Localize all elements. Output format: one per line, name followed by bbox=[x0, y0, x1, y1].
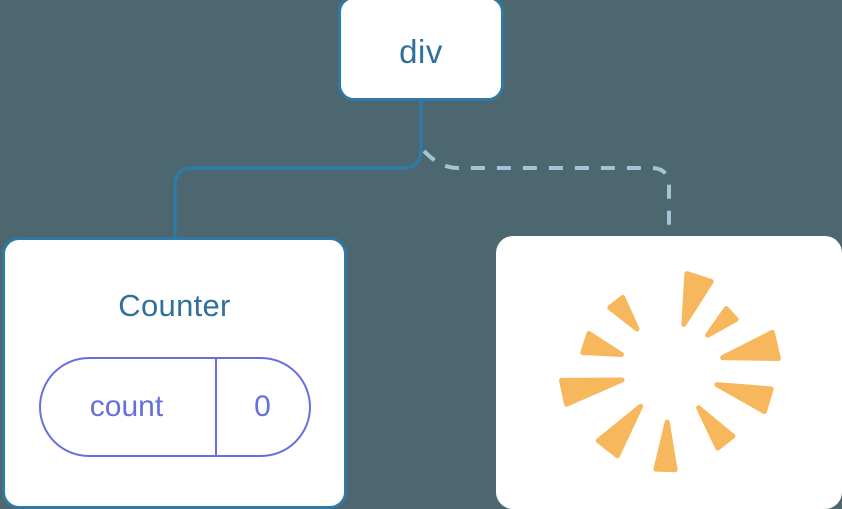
state-pill-count[interactable]: count 0 bbox=[38, 357, 311, 457]
sparkle-ray-2 bbox=[720, 329, 781, 361]
node-highlight-burst[interactable] bbox=[496, 236, 842, 509]
node-counter[interactable]: Counter count 0 bbox=[2, 237, 347, 509]
node-div-label: div bbox=[399, 33, 443, 70]
sparkle-burst-icon bbox=[559, 271, 781, 473]
state-value-label: 0 bbox=[214, 359, 309, 455]
connector-div-to-highlight bbox=[422, 149, 671, 239]
node-div[interactable]: div bbox=[338, 0, 504, 101]
sparkle-ray-7 bbox=[559, 377, 625, 407]
sparkle-ray-9 bbox=[607, 294, 640, 332]
sparkle-ray-8 bbox=[580, 331, 624, 358]
sparkle-ray-4 bbox=[696, 405, 736, 451]
sparkle-ray-1 bbox=[705, 306, 739, 338]
sparkle-ray-5 bbox=[653, 419, 678, 473]
sparkle-ray-0 bbox=[681, 271, 714, 327]
node-counter-label: Counter bbox=[118, 288, 231, 323]
sparkle-ray-3 bbox=[714, 382, 774, 414]
state-key-label: count bbox=[89, 390, 164, 423]
sparkle-ray-6 bbox=[595, 403, 644, 459]
connector-div-to-counter bbox=[173, 99, 423, 242]
